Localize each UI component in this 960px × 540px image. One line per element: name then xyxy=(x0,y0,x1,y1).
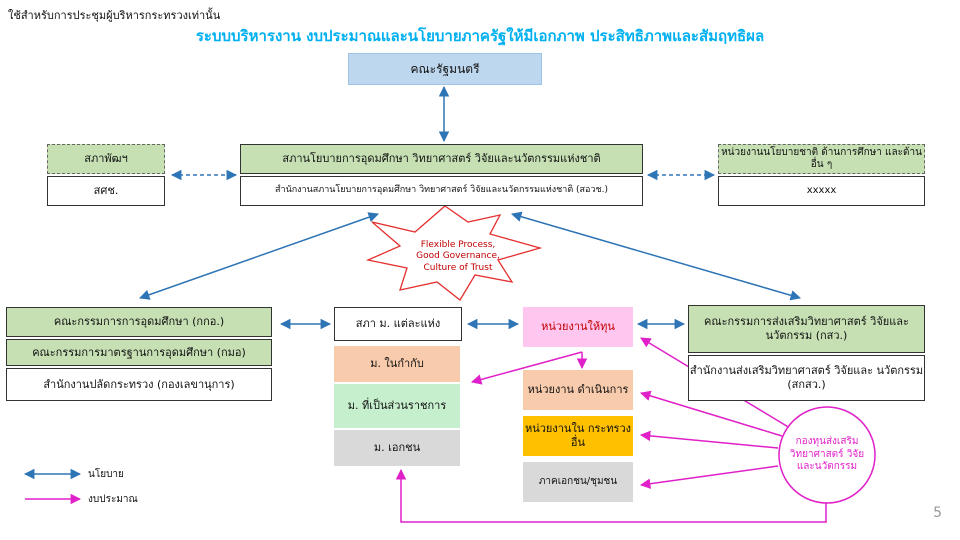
univ-supervised-box: ม. ในกำกับ xyxy=(334,346,460,382)
nesdc-box: สภาพัฒฯ xyxy=(47,144,165,174)
permanent-secretary-box: สำนักงานปลัดกระทรวง (กองเลขานุการ) xyxy=(6,368,272,401)
budget-arrow-fund-ministry xyxy=(639,430,779,449)
fund-label: กองทุนส่งเสริม วิทยาศาสตร์ วิจัย และนวัต… xyxy=(789,436,865,473)
fund-circle xyxy=(778,406,876,504)
sti-office-box: สำนักงานส่งเสริมวิทยาศาสตร์ วิจัยและ นวั… xyxy=(688,355,925,401)
univ-council-box: สภา ม. แต่ละแห่ง xyxy=(334,307,462,341)
national-policy-value-box: xxxxx xyxy=(718,176,925,206)
standards-committee-box: คณะกรรมการมาตรฐานการอุดมศึกษา (กมอ) xyxy=(6,339,272,366)
policy-office-box: สำนักงานสภานโยบายการอุดมศึกษา วิทยาศาสตร… xyxy=(240,176,643,206)
nesdc-abbr-box: สศช. xyxy=(47,176,165,206)
legend-budget-label: งบประมาณ xyxy=(88,494,138,505)
page-number: 5 xyxy=(933,505,942,521)
national-policy-units-box: หน่วยงานนโยบายชาติ ด้านการศึกษา และด้านอ… xyxy=(718,144,925,174)
private-community-box: ภาคเอกชน/ชุมชน xyxy=(523,462,633,502)
header-note: ใช้สำหรับการประชุมผู้บริหารกระทรวงเท่านั… xyxy=(8,9,221,22)
legend-policy-label: นโยบาย xyxy=(88,469,124,480)
page-title: ระบบบริหารงาน งบประมาณและนโยบายภาครัฐให้… xyxy=(195,27,765,45)
funding-agency-box: หน่วยงานให้ทุน xyxy=(523,307,633,347)
policy-arrow-higher-ed xyxy=(139,212,379,300)
sti-committee-box: คณะกรรมการส่งเสริมวิทยาศาสตร์ วิจัยและ น… xyxy=(688,305,925,353)
univ-private-box: ม. เอกชน xyxy=(334,430,460,466)
budget-arrow-fund-private xyxy=(639,465,779,489)
budget-arrow-fund-operating xyxy=(639,390,783,437)
burst-text: Flexible Process, Good Governance, Cultu… xyxy=(416,240,500,273)
other-ministry-box: หน่วยงานใน กระทรวงอื่น xyxy=(523,416,633,456)
budget-arrow-univ xyxy=(470,351,583,385)
operating-agency-box: หน่วยงาน ดำเนินการ xyxy=(523,370,633,410)
burst-shape xyxy=(365,205,543,301)
policy-arrow-sti xyxy=(510,211,802,301)
higher-ed-committee-box: คณะกรรมการการอุดมศึกษา (กกอ.) xyxy=(6,307,272,337)
cabinet-box: คณะรัฐมนตรี xyxy=(348,53,542,85)
budget-arrow-fund-univ xyxy=(395,468,827,523)
policy-council-box: สภานโยบายการอุดมศึกษา วิทยาศาสตร์ วิจัยแ… xyxy=(240,144,643,174)
univ-government-box: ม. ที่เป็นส่วนราชการ xyxy=(334,384,460,428)
